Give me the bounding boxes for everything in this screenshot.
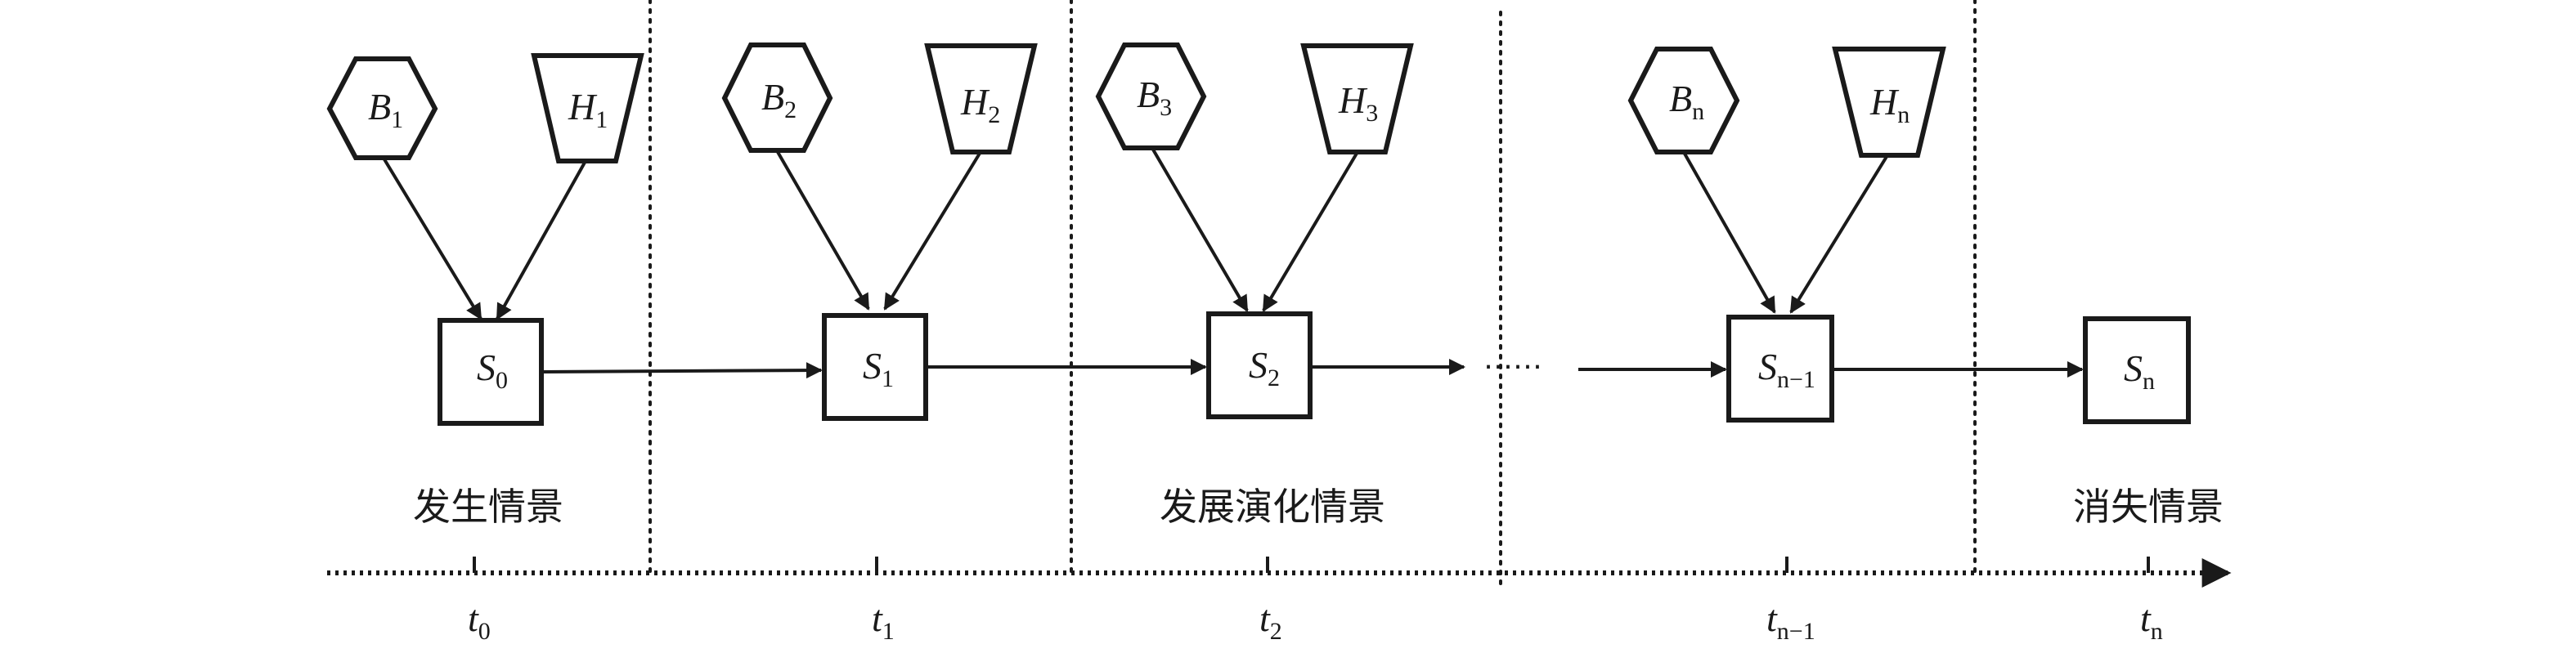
phase-label-evolution: 发展演化情景 bbox=[1160, 485, 1385, 529]
label-h3: H3 bbox=[1338, 79, 1378, 127]
state-box-s1 bbox=[822, 313, 928, 421]
label-s0: S0 bbox=[477, 347, 508, 394]
hexagon-b1 bbox=[326, 56, 438, 160]
trapezoid-h3 bbox=[1300, 43, 1414, 154]
state-box-sn-1 bbox=[1726, 315, 1834, 423]
hexagon-b3 bbox=[1095, 42, 1207, 150]
label-bn: Bn bbox=[1669, 78, 1704, 125]
label-h2: H2 bbox=[960, 81, 1000, 128]
state-box-sn bbox=[2083, 316, 2191, 424]
time-label-tn: tn bbox=[2140, 597, 2163, 645]
label-h1: H1 bbox=[568, 86, 608, 133]
phase-label-disappearance: 消失情景 bbox=[2073, 485, 2224, 529]
arrow-b3-s2 bbox=[1151, 148, 1249, 312]
label-b2: B2 bbox=[761, 76, 797, 123]
trapezoid-hn bbox=[1832, 47, 1946, 158]
label-b3: B3 bbox=[1137, 74, 1172, 121]
state-box-s0 bbox=[438, 318, 544, 426]
trapezoid-h1 bbox=[531, 53, 644, 163]
label-s1: S1 bbox=[863, 345, 894, 392]
label-sn: Sn bbox=[2124, 347, 2155, 395]
label-hn: Hn bbox=[1869, 81, 1910, 128]
arrow-h2-s1 bbox=[883, 150, 982, 311]
time-label-tn-1: tn−1 bbox=[1766, 597, 1815, 645]
label-b1: B1 bbox=[368, 86, 403, 133]
time-label-t0: t0 bbox=[468, 597, 491, 645]
time-label-t1: t1 bbox=[872, 597, 895, 645]
arrow-b1-s0 bbox=[383, 158, 482, 320]
ellipsis-dots: …… bbox=[1483, 342, 1542, 376]
arrow-h3-s2 bbox=[1262, 150, 1359, 312]
arrow-h1-s0 bbox=[496, 160, 587, 320]
phase-label-occurrence: 发生情景 bbox=[413, 485, 563, 529]
arrow-s0-s1 bbox=[542, 362, 823, 379]
hexagon-b2 bbox=[721, 42, 833, 153]
time-label-t2: t2 bbox=[1259, 597, 1282, 645]
arrow-bn-sn-1 bbox=[1683, 153, 1776, 314]
state-box-s2 bbox=[1206, 311, 1313, 419]
label-s2: S2 bbox=[1249, 344, 1280, 391]
arrow-b2-s1 bbox=[776, 150, 870, 311]
label-sn-1: Sn−1 bbox=[1758, 346, 1815, 393]
trapezoid-h2 bbox=[924, 43, 1038, 154]
hexagon-bn bbox=[1627, 47, 1740, 154]
arrow-hn-sn-1 bbox=[1789, 154, 1889, 314]
